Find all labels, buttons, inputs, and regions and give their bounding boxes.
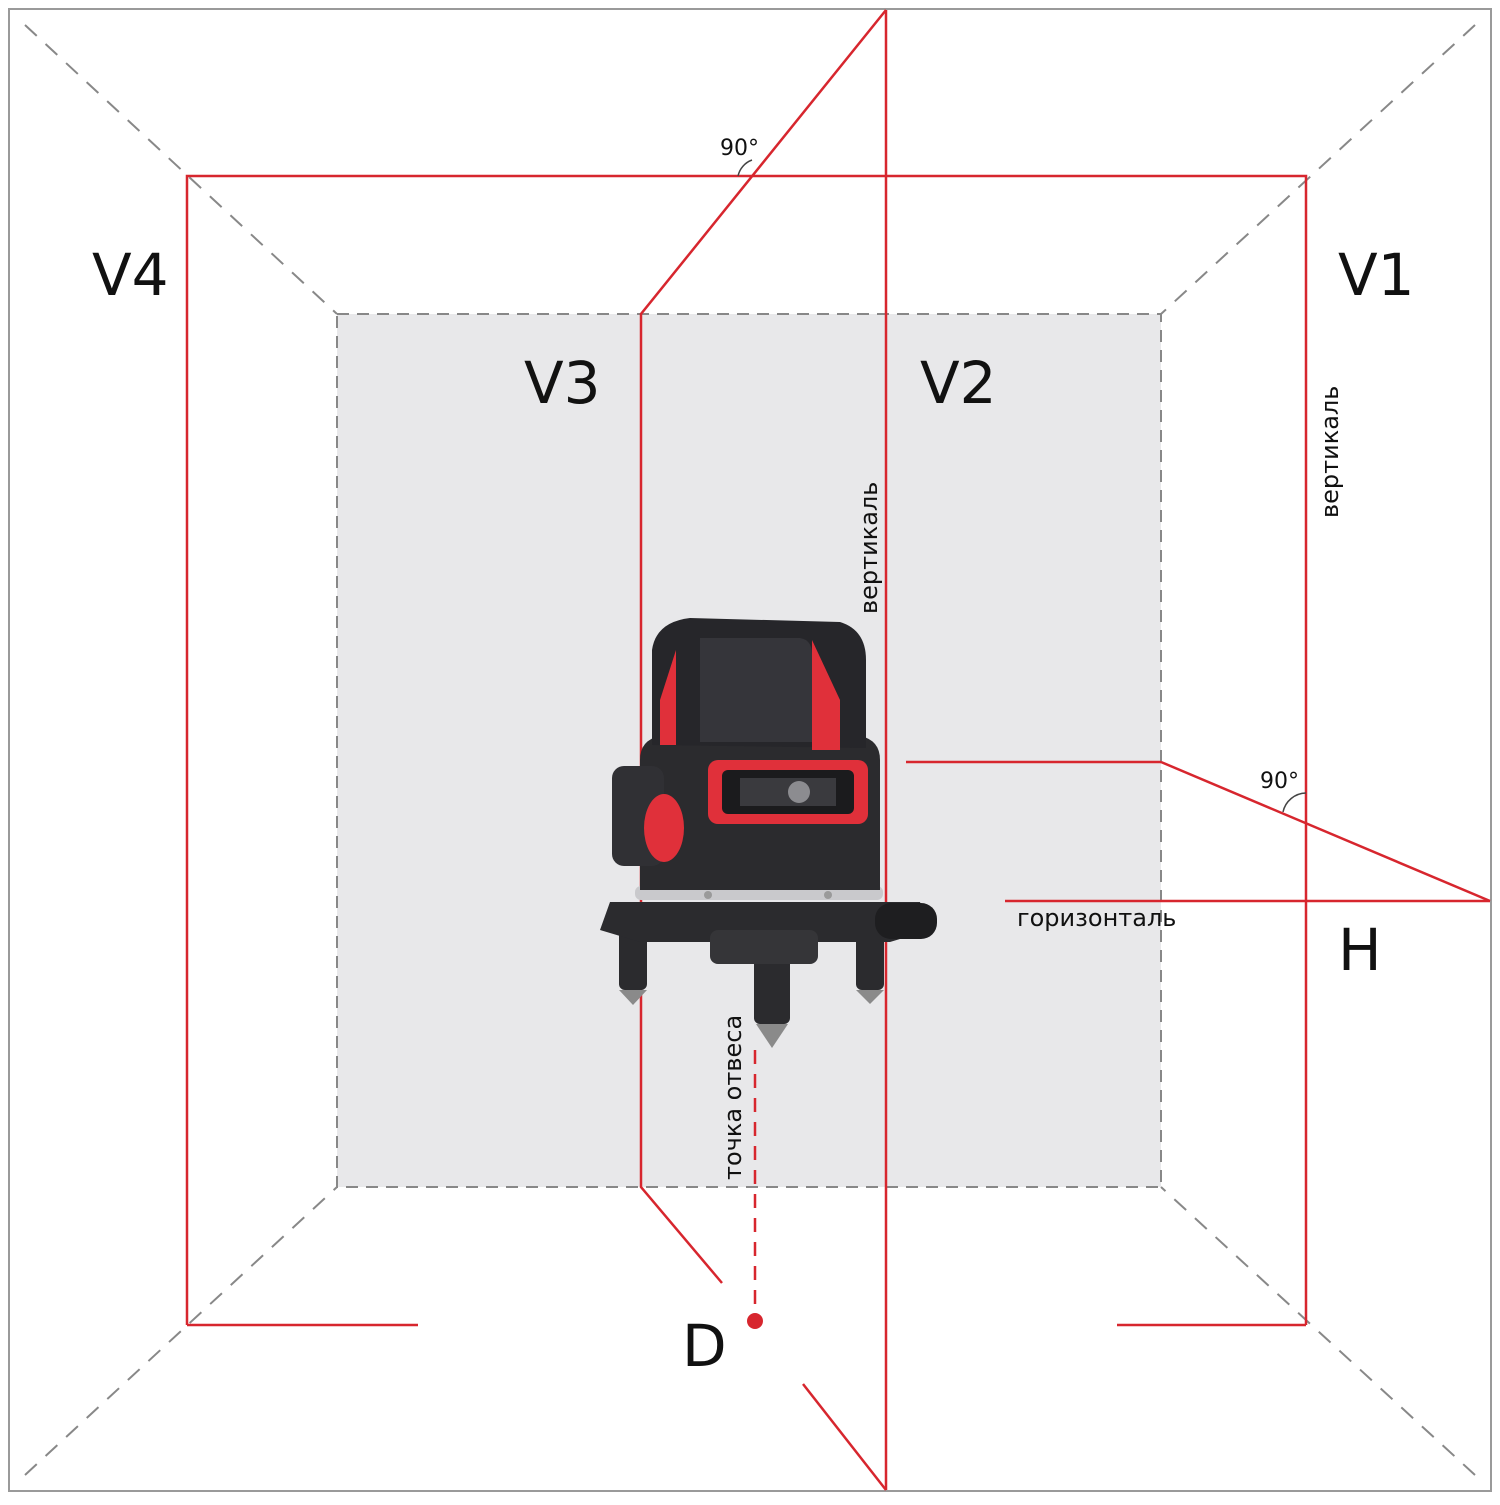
laser-rect-top-and-sides [185, 174, 1308, 1325]
label-vertical-center: вертикаль [855, 482, 883, 614]
angle-arc-top [737, 159, 753, 177]
room-perspective-lines [24, 24, 1476, 1476]
angle-arc-right [1282, 792, 1307, 813]
label-v3: V3 [524, 349, 601, 417]
laser-horizontal-side [1160, 760, 1491, 903]
label-angle-right: 90° [1260, 769, 1299, 794]
outer-frame [8, 8, 1492, 1492]
laser-level-icon [600, 618, 937, 1048]
label-horizontal: горизонталь [1017, 904, 1176, 932]
plumb-point-dot [747, 1313, 763, 1329]
label-v1: V1 [1338, 241, 1415, 309]
laser-v3-floor [802, 1383, 887, 1491]
label-vertical-right: вертикаль [1316, 386, 1344, 518]
label-v4: V4 [92, 241, 169, 309]
label-v2: V2 [920, 349, 997, 417]
laser-v3-line [639, 9, 887, 1284]
back-wall [336, 313, 1162, 1188]
label-d: D [682, 1312, 727, 1380]
label-plumb-point: точка отвеса [719, 1015, 747, 1180]
label-h: H [1338, 916, 1382, 984]
label-angle-top: 90° [720, 136, 759, 161]
laser-lines [185, 9, 1491, 1491]
